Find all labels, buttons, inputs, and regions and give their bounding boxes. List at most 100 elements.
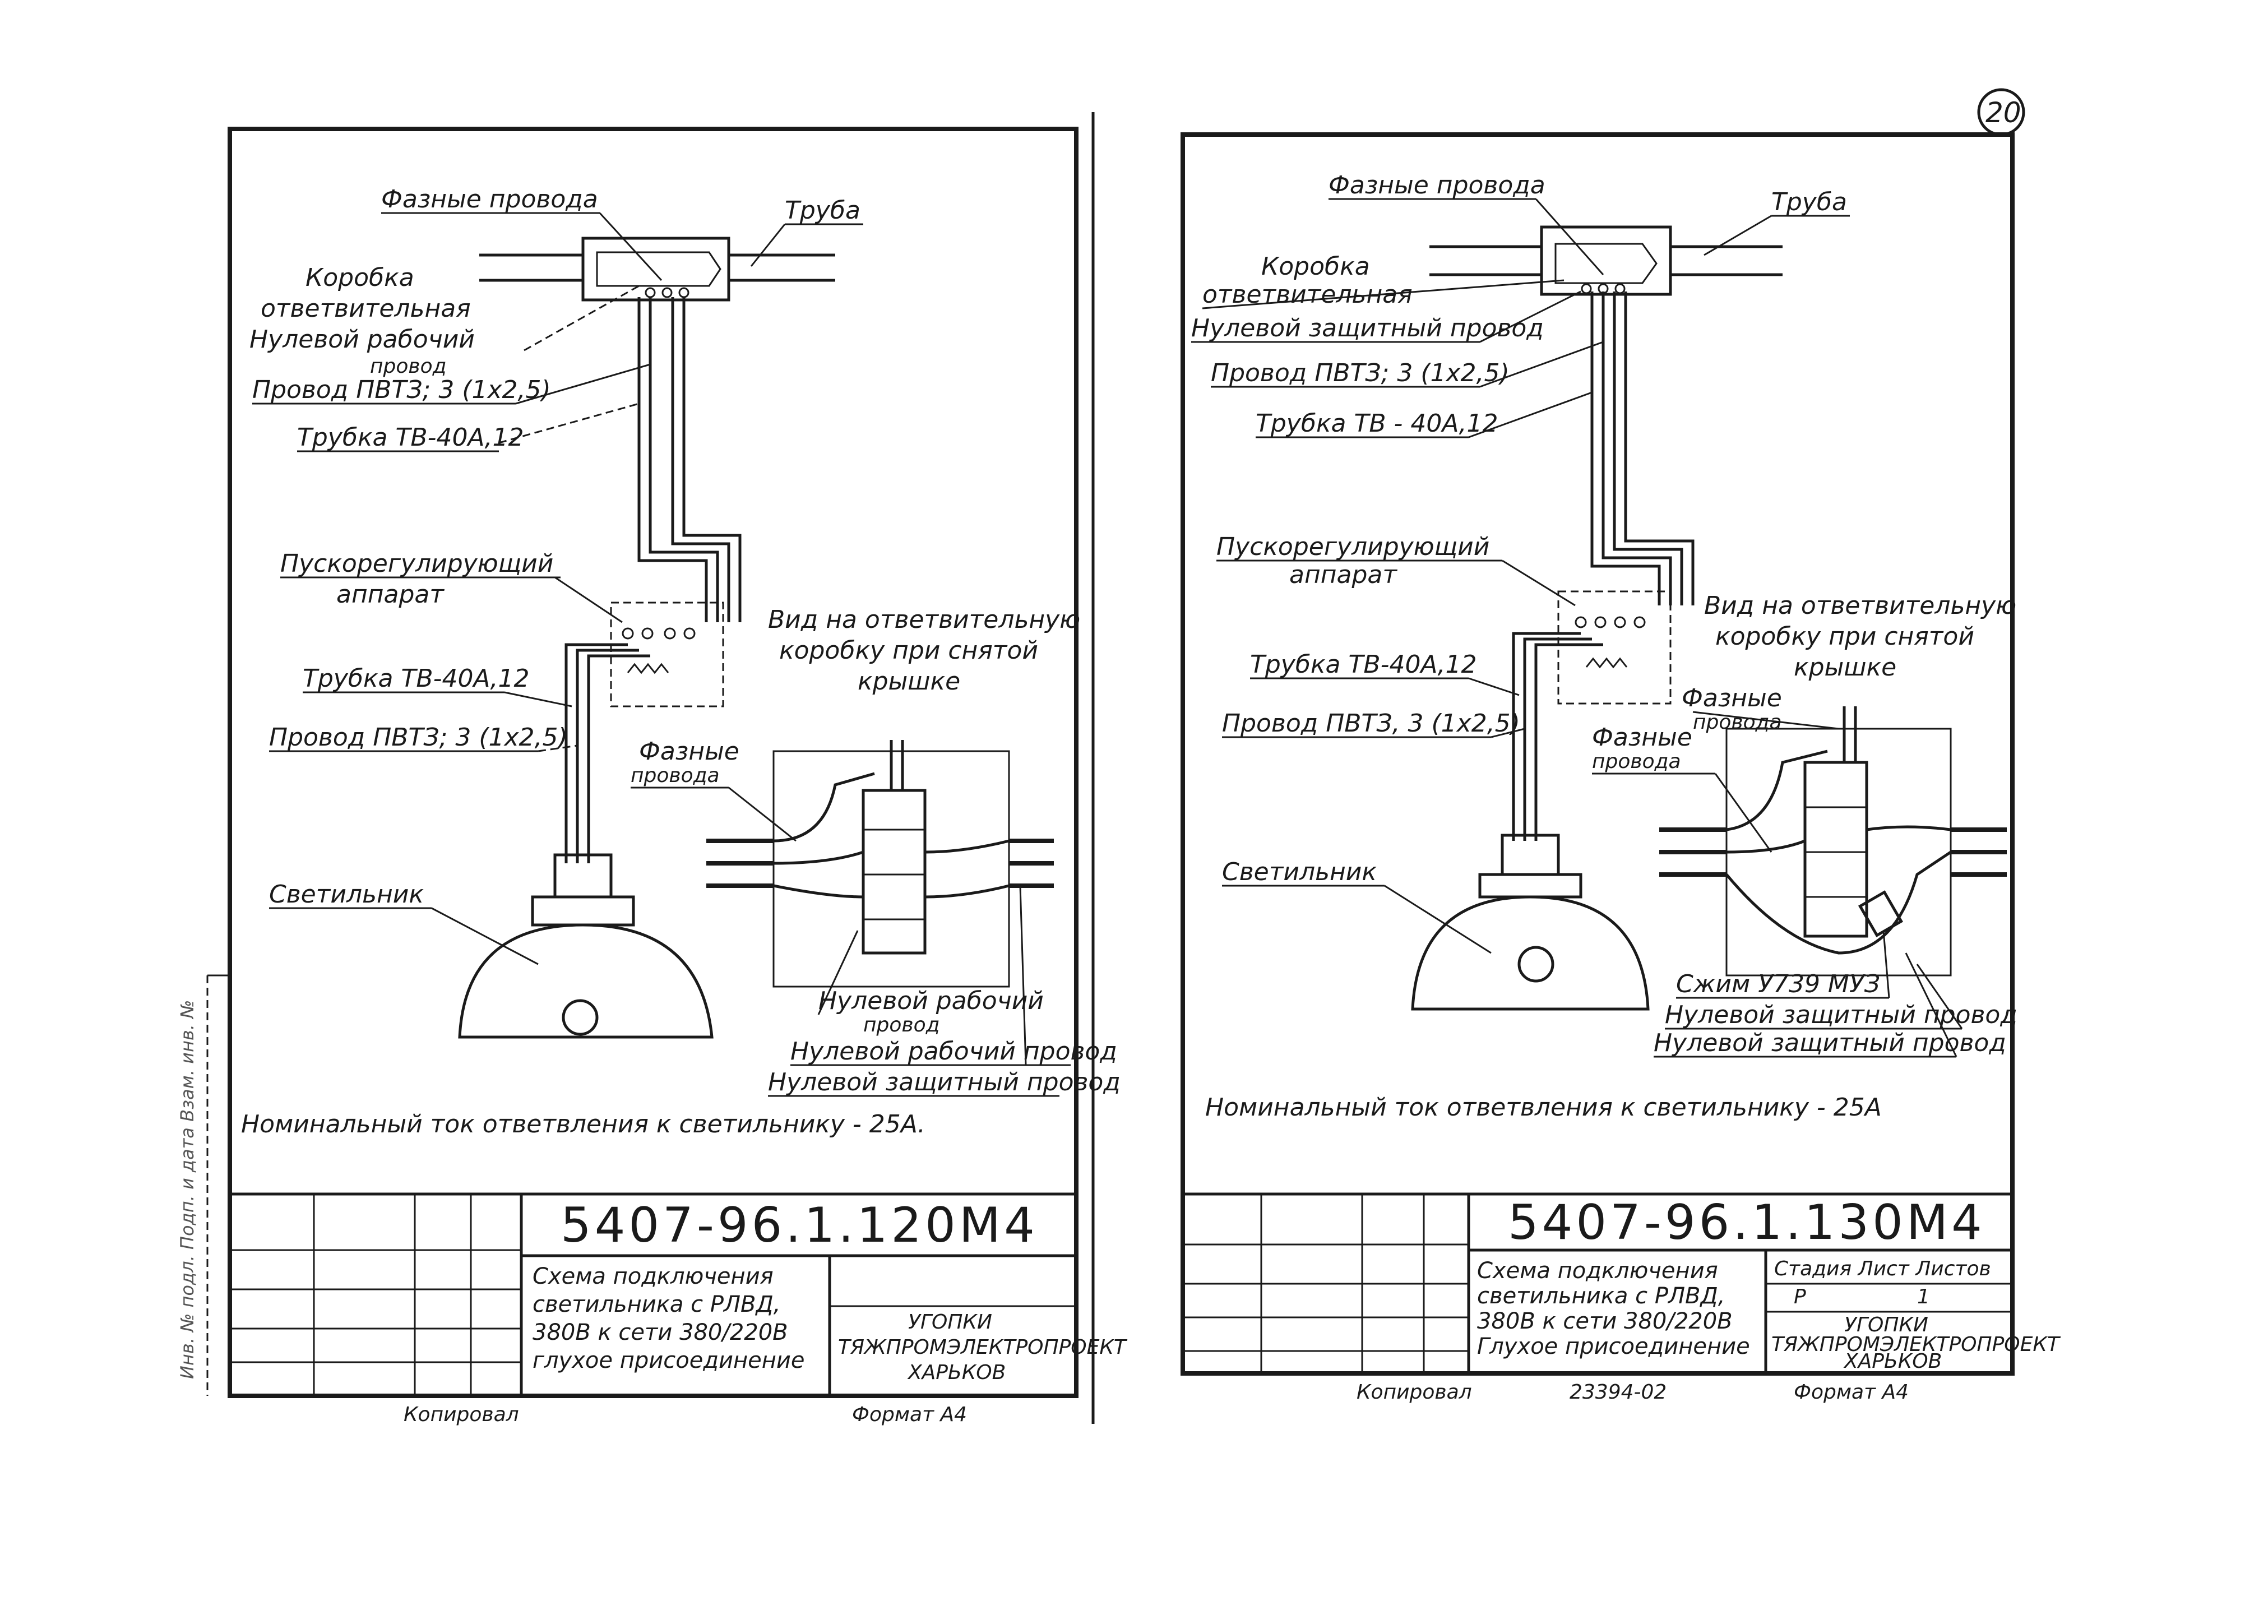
left-ballast-term-2 <box>641 627 654 640</box>
right-ballast-term-2 <box>1594 616 1607 628</box>
right-tb-desc3: 380В к сети 380/220В <box>1477 1308 1733 1334</box>
right-label-tube2: Трубка ТВ-40А,12 <box>1250 650 1477 679</box>
right-label-inset-phase-b1: Фазные <box>1592 723 1692 752</box>
left-tb-org2: ТЯЖПРОМЭЛЕКТРОПРОЕКТ <box>838 1336 1128 1359</box>
left-junction-box <box>581 237 730 302</box>
right-label-protective: Нулевой защитный провод <box>1191 314 1544 343</box>
right-label-clamp: Сжим У739 МУЗ <box>1676 970 1880 998</box>
right-wire-bundle <box>1590 292 1695 605</box>
right-box-inner <box>1554 243 1658 284</box>
right-pipe <box>1429 245 1783 276</box>
left-label-tube: Трубка ТВ-40А,12 <box>297 423 524 452</box>
right-sheet: 20 <box>1181 88 2061 1404</box>
right-label-inset-phase-a1: Фазные <box>1682 684 1782 712</box>
left-label-tube2: Трубка ТВ-40А,12 <box>303 664 530 693</box>
right-lamp-bulb <box>1517 946 1554 983</box>
left-tb-desc2: светильника с РЛВД, <box>533 1292 780 1317</box>
left-lead-inset-neutral3 <box>1019 885 1027 1066</box>
right-label-wire: Провод ПВТЗ; 3 (1х2,5) <box>1211 359 1510 387</box>
left-lead-neutral <box>524 285 640 351</box>
right-label-pipe: Труба <box>1771 188 1847 216</box>
left-tb-org1: УГОПКИ <box>908 1311 992 1334</box>
right-lamp-neck <box>1478 873 1582 899</box>
right-tb-desc1: Схема подключения <box>1477 1258 1718 1284</box>
left-box-terminal-3 <box>678 287 689 298</box>
left-label-lamp: Светильник <box>269 880 424 909</box>
left-label-inset-protective: Нулевой защитный провод <box>768 1068 1121 1096</box>
right-ballast-term-1 <box>1575 616 1587 628</box>
right-tb-org2: ТЯЖПРОМЭЛЕКТРОПРОЕКТ <box>1771 1333 2061 1356</box>
right-label-tube: Трубка ТВ - 40А,12 <box>1256 409 1498 438</box>
left-tb-footer-right: Формат А4 <box>852 1403 967 1426</box>
right-lead-inset-phase-b <box>1714 773 1772 853</box>
left-tb-footer-left: Копировал <box>404 1403 519 1426</box>
left-lead-phase <box>599 212 663 281</box>
right-lead-protective <box>1479 290 1581 343</box>
right-tb-footer-left: Копировал <box>1357 1381 1472 1404</box>
right-inset-terminal-block <box>1803 761 1868 938</box>
left-pipe <box>479 253 835 282</box>
right-inset-cable-left <box>1659 827 1727 877</box>
right-lead-wire2 <box>1491 728 1525 738</box>
right-ballast-box <box>1557 590 1672 705</box>
right-ballast-term-4 <box>1633 616 1646 628</box>
right-lead-clamp <box>1882 930 1890 998</box>
right-tb-org1: УГОПКИ <box>1844 1313 1928 1336</box>
right-tb-footer-right: Формат А4 <box>1794 1381 1909 1404</box>
left-ballast-term-4 <box>683 627 696 640</box>
right-tb-stage-header: Стадия Лист Листов <box>1774 1257 1991 1280</box>
left-side-stamp: Инв. № подл. Подп. и дата Взам. инв. № <box>177 1000 198 1379</box>
right-label-inset-protective1: Нулевой защитный провод <box>1665 1001 2017 1029</box>
left-inset-cable-right <box>1009 839 1054 888</box>
right-lead-lamp <box>1384 885 1492 954</box>
right-lead-inset-phase-a <box>1692 711 1839 730</box>
left-label-view1: Вид на ответвительную <box>768 605 1080 634</box>
right-label-view3: крышке <box>1794 653 1896 682</box>
left-lead-ballast <box>554 576 623 623</box>
left-label-wire2: Провод ПВТЗ; 3 (1х2,5) <box>269 723 568 752</box>
left-inset-wires <box>773 740 1010 899</box>
right-label-inset-protective2: Нулевой защитный провод <box>1654 1029 2006 1057</box>
right-lead-ballast <box>1502 559 1576 607</box>
left-lead-inset-phase <box>728 786 797 842</box>
right-junction-box <box>1540 225 1672 296</box>
left-tb-desc4: глухое присоединение <box>533 1348 805 1373</box>
right-label-phase: Фазные провода <box>1329 171 1545 200</box>
left-lamp-head <box>553 853 613 899</box>
right-lead-pipe <box>1704 215 1772 256</box>
right-lamp-reflector <box>1411 895 1650 1011</box>
left-ballast-box <box>610 602 724 707</box>
left-label-view3: крышке <box>858 667 960 696</box>
left-doc-code: 5407-96.1.120М4 <box>561 1197 1038 1253</box>
left-label-wire: Провод ПВТЗ; 3 (1х2,5) <box>252 376 551 404</box>
left-frame <box>228 127 1079 1398</box>
left-ballast-term-3 <box>664 627 676 640</box>
right-inset-cable-right <box>1951 827 2007 877</box>
right-tb-desc2: светильника с РЛВД, <box>1477 1283 1725 1309</box>
right-label-box1: Коробка <box>1261 252 1370 281</box>
right-lead-wire <box>1479 341 1604 388</box>
left-lamp-neck <box>531 895 635 927</box>
right-lower-wires <box>1512 632 1603 841</box>
left-lead-inset-neutral <box>817 930 859 1015</box>
left-label-neutral2: провод <box>370 355 447 378</box>
right-label-view2: коробку при снятой <box>1715 622 1974 651</box>
left-label-phase: Фазные провода <box>381 185 598 214</box>
left-lead-pipe <box>750 224 786 267</box>
right-label-inset-phase-a2: провода <box>1693 711 1782 734</box>
left-label-inset-neutral2: провод <box>863 1014 940 1037</box>
left-label-inset-phase1: Фазные <box>639 737 739 766</box>
left-box-terminal-1 <box>645 287 656 298</box>
right-label-view1: Вид на ответвительную <box>1704 591 2016 620</box>
left-wire-bundle <box>637 297 742 622</box>
right-tb-org3: ХАРЬКОВ <box>1843 1350 1942 1373</box>
left-inset-terminal-block <box>862 789 927 955</box>
left-lower-wires <box>564 643 650 863</box>
right-box-terminal-3 <box>1614 283 1626 294</box>
left-sheet: Инв. № подл. Подп. и дата Взам. инв. № <box>177 127 1128 1426</box>
right-lamp-head <box>1501 834 1560 876</box>
right-tb-stage-value: Р <box>1794 1285 1806 1308</box>
left-label-view2: коробку при снятой <box>779 636 1038 665</box>
right-tb-desc4: Глухое присоединение <box>1477 1334 1750 1359</box>
right-lead-tube <box>1468 391 1593 438</box>
